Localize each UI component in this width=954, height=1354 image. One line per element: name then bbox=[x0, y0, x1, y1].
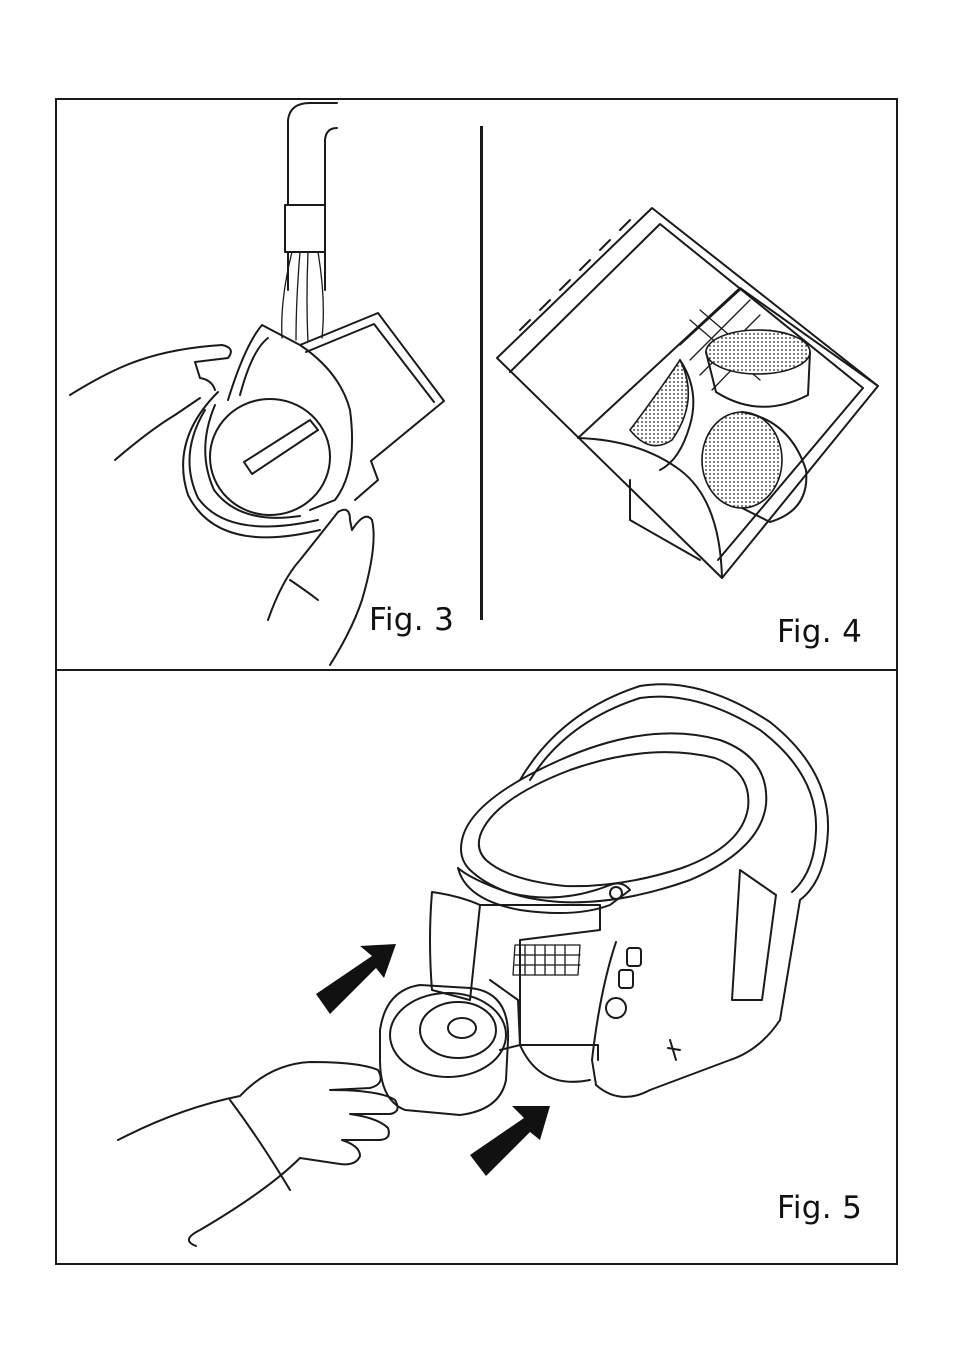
left-hand bbox=[70, 345, 231, 395]
figure-label-3: Fig. 3 bbox=[369, 602, 454, 638]
control-button-2 bbox=[619, 970, 633, 988]
vertical-divider bbox=[480, 126, 483, 620]
holder-lid-raised bbox=[430, 892, 480, 1000]
control-button-1 bbox=[627, 948, 641, 966]
figure-label-4: Fig. 4 bbox=[777, 614, 862, 650]
control-button-3 bbox=[606, 998, 626, 1018]
capsule-top bbox=[706, 330, 810, 374]
fig4-illustration bbox=[484, 100, 896, 668]
drip-grid bbox=[513, 945, 580, 975]
holder-lever bbox=[244, 420, 318, 474]
capsule-left bbox=[630, 360, 688, 446]
faucet-nozzle bbox=[285, 205, 325, 252]
figure-label-5: Fig. 5 bbox=[777, 1190, 862, 1226]
hand bbox=[118, 1062, 398, 1246]
right-hand bbox=[268, 510, 374, 665]
container-ribs bbox=[520, 220, 630, 330]
lid-hinge bbox=[610, 887, 622, 899]
fig3-illustration bbox=[57, 100, 479, 668]
arrow-upper bbox=[316, 944, 396, 1014]
capsule-front bbox=[702, 412, 782, 508]
water-stream bbox=[282, 252, 292, 338]
arrow-lower bbox=[470, 1106, 550, 1176]
machine-body bbox=[520, 684, 828, 1097]
fig5-illustration bbox=[57, 671, 896, 1263]
side-panel bbox=[732, 870, 776, 1000]
holder-lid bbox=[228, 325, 352, 510]
